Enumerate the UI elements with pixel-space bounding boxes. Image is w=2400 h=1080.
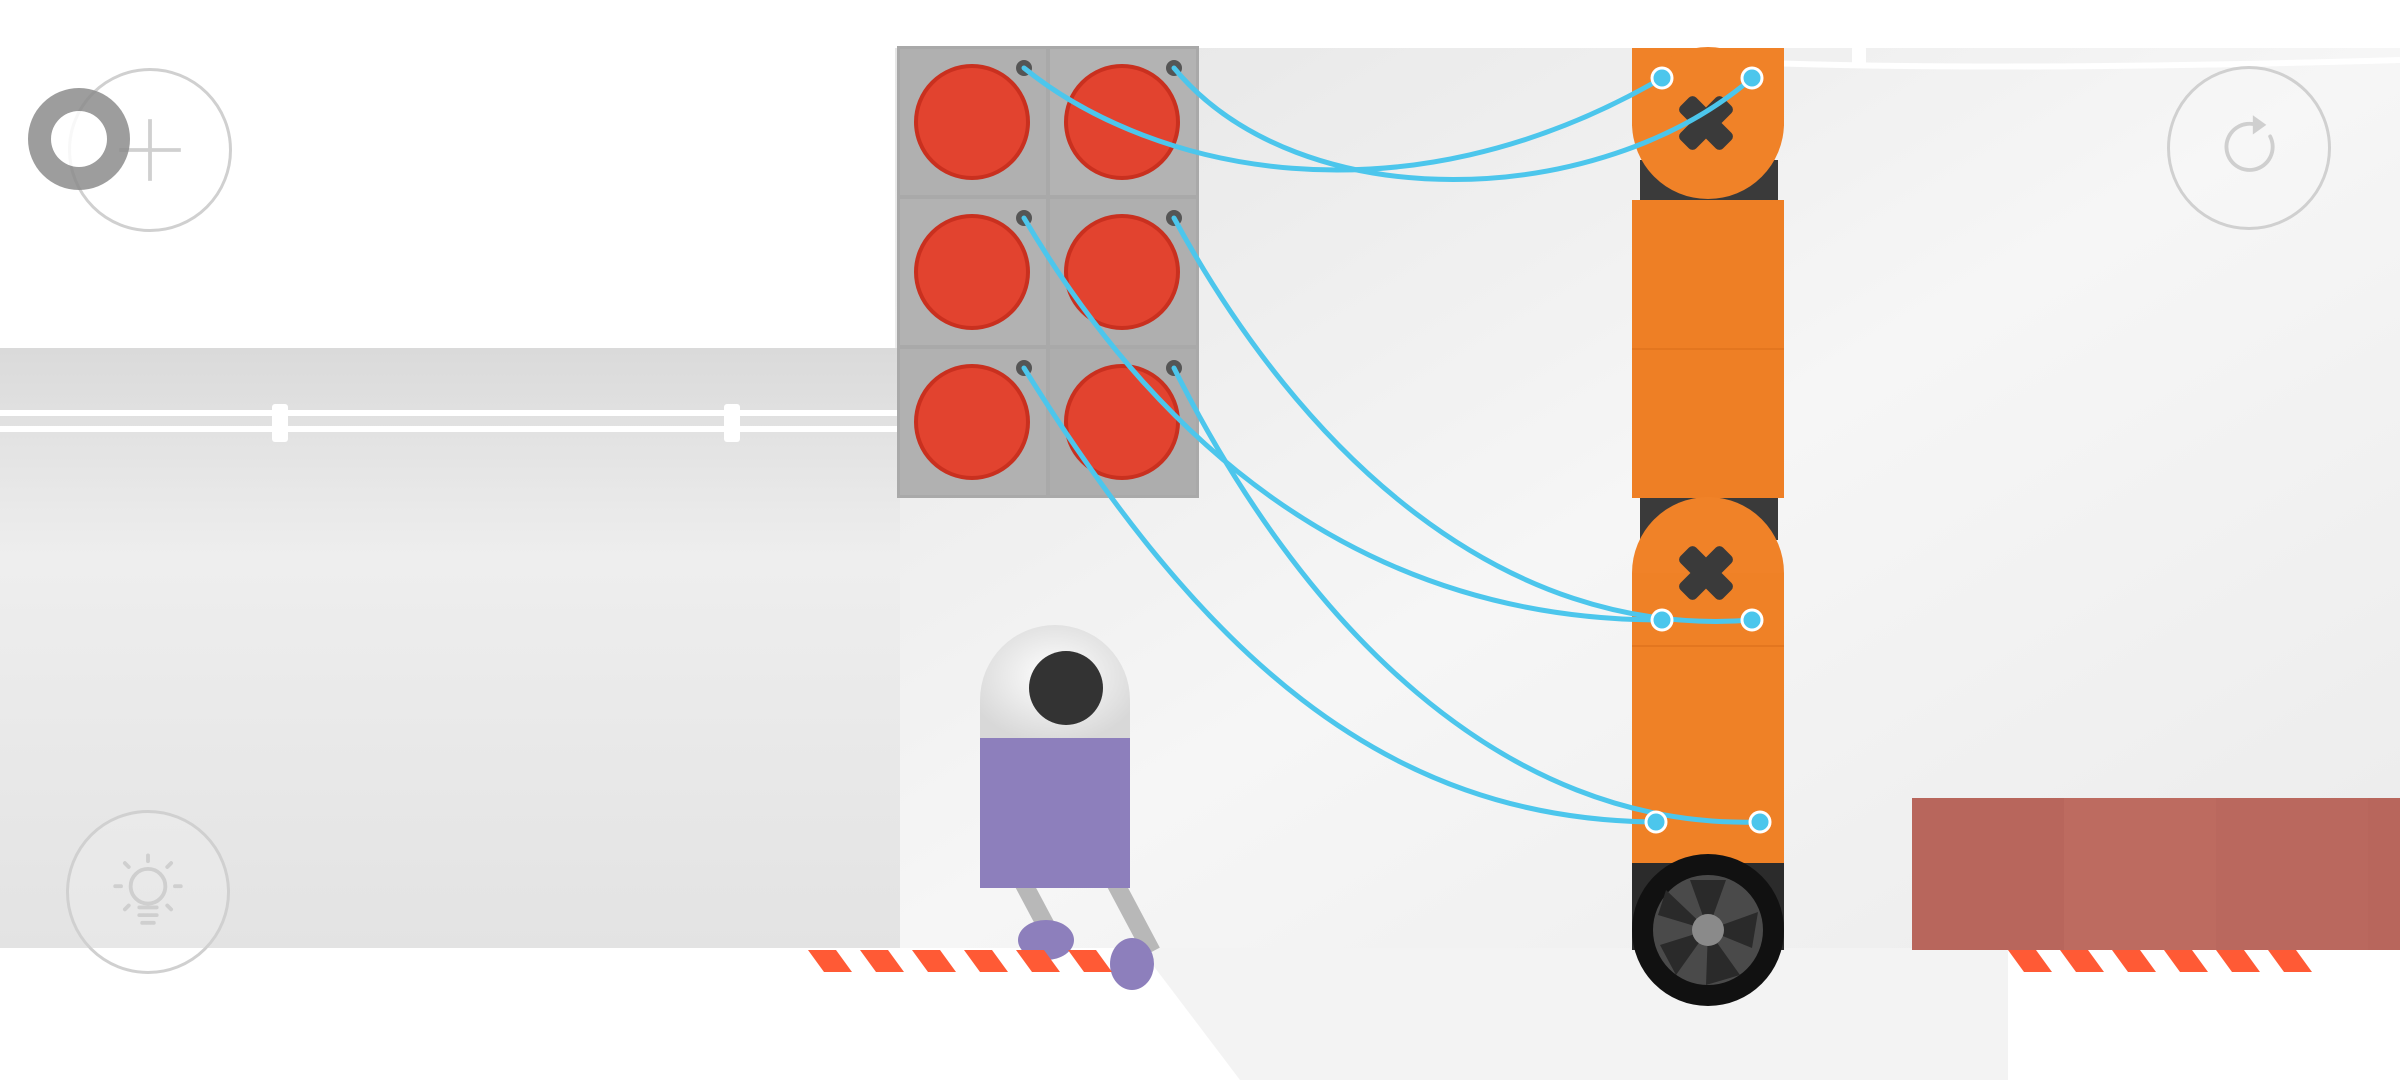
joint-x-icon-upper xyxy=(1679,96,1733,150)
restart-icon xyxy=(2224,115,2275,172)
brick-blocks xyxy=(1912,798,2400,950)
joint-x-icon-lower xyxy=(1679,546,1733,600)
hint-button[interactable] xyxy=(66,810,230,974)
character[interactable] xyxy=(980,625,1160,990)
hazard-stripes-left xyxy=(808,950,1112,972)
drag-handle-icon[interactable] xyxy=(28,88,130,190)
restart-button[interactable] xyxy=(2167,66,2331,230)
plus-icon xyxy=(119,119,181,181)
floor-ramp xyxy=(1140,948,2008,1080)
red-button-1[interactable] xyxy=(914,60,1032,180)
wire-connectors xyxy=(1644,66,1772,834)
pipe-top-right xyxy=(1739,46,2400,70)
pipe-left xyxy=(0,404,900,442)
red-button-6[interactable] xyxy=(1064,360,1182,480)
lightbulb-icon xyxy=(113,853,183,925)
floor-left xyxy=(0,948,1240,1080)
wheel xyxy=(1632,854,1784,1006)
hazard-stripes-right xyxy=(2008,950,2312,972)
